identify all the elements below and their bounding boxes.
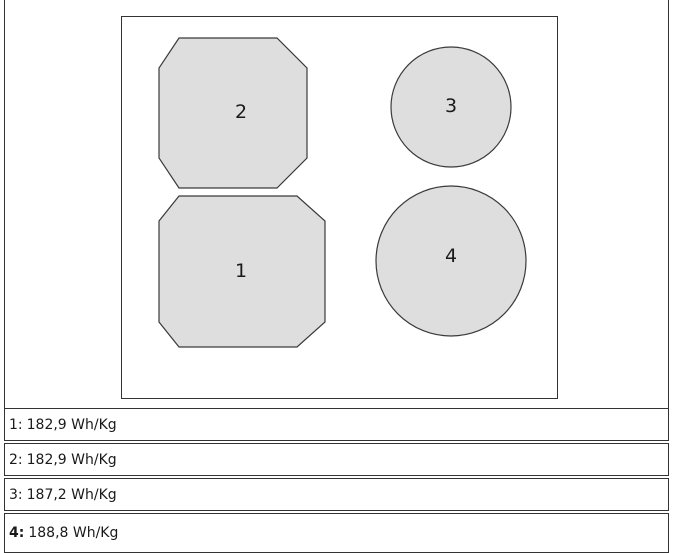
legend-row-3-value: 187,2 Wh/Kg	[26, 486, 117, 503]
legend-row-1-id: 1:	[9, 416, 23, 433]
legend-row-1-value: 182,9 Wh/Kg	[26, 416, 117, 433]
legend-row-4-id: 4:	[9, 525, 25, 541]
energy-table: 2 1 3 4 1: 182,9 Wh/Kg 2: 182,9 Wh/Kg 3:…	[4, 0, 669, 553]
zone-1-label: 1	[235, 260, 247, 282]
cooktop-diagram: 2 1 3 4	[158, 37, 527, 348]
zone-3-label: 3	[445, 95, 457, 117]
zone-4-label: 4	[445, 245, 457, 267]
legend-row-1: 1: 182,9 Wh/Kg	[4, 408, 669, 441]
cooktop-panel: 2 1 3 4	[121, 16, 558, 399]
cooktop-figure-cell: 2 1 3 4	[4, 0, 669, 409]
legend-row-2: 2: 182,9 Wh/Kg	[4, 443, 669, 476]
zone-2-octagon	[158, 37, 308, 189]
legend-row-2-value: 182,9 Wh/Kg	[26, 451, 117, 468]
zone-2-label: 2	[235, 101, 247, 123]
legend-row-3: 3: 187,2 Wh/Kg	[4, 478, 669, 511]
zone-4-circle	[375, 185, 527, 337]
legend-row-4-value: 188,8 Wh/Kg	[28, 525, 119, 541]
zone-1-octagon	[158, 195, 326, 348]
legend-row-2-id: 2:	[9, 451, 23, 468]
legend-row-3-id: 3:	[9, 486, 23, 503]
zone-3-circle	[390, 46, 512, 168]
legend-row-4: 4: 188,8 Wh/Kg	[4, 513, 669, 553]
